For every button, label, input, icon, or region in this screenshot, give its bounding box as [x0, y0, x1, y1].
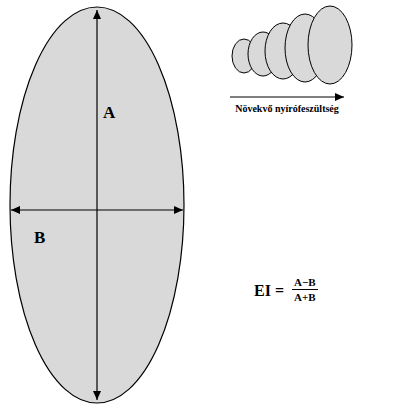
formula-text: EI = — [254, 283, 284, 299]
fraction-numerator: A−B — [292, 276, 318, 290]
axis-label: B — [34, 229, 45, 246]
formula-fraction: A−B A+B — [292, 276, 318, 303]
arrow-caption: Növekvő nyírófeszültség — [235, 104, 339, 114]
large-ellipse — [10, 7, 184, 403]
direction-arrow — [230, 96, 344, 97]
axis-a — [96, 10, 97, 400]
axis-label: A — [103, 104, 115, 121]
ellipse-sequence — [232, 6, 352, 84]
axis-b — [11, 209, 183, 210]
fraction-denominator: A+B — [292, 290, 318, 303]
